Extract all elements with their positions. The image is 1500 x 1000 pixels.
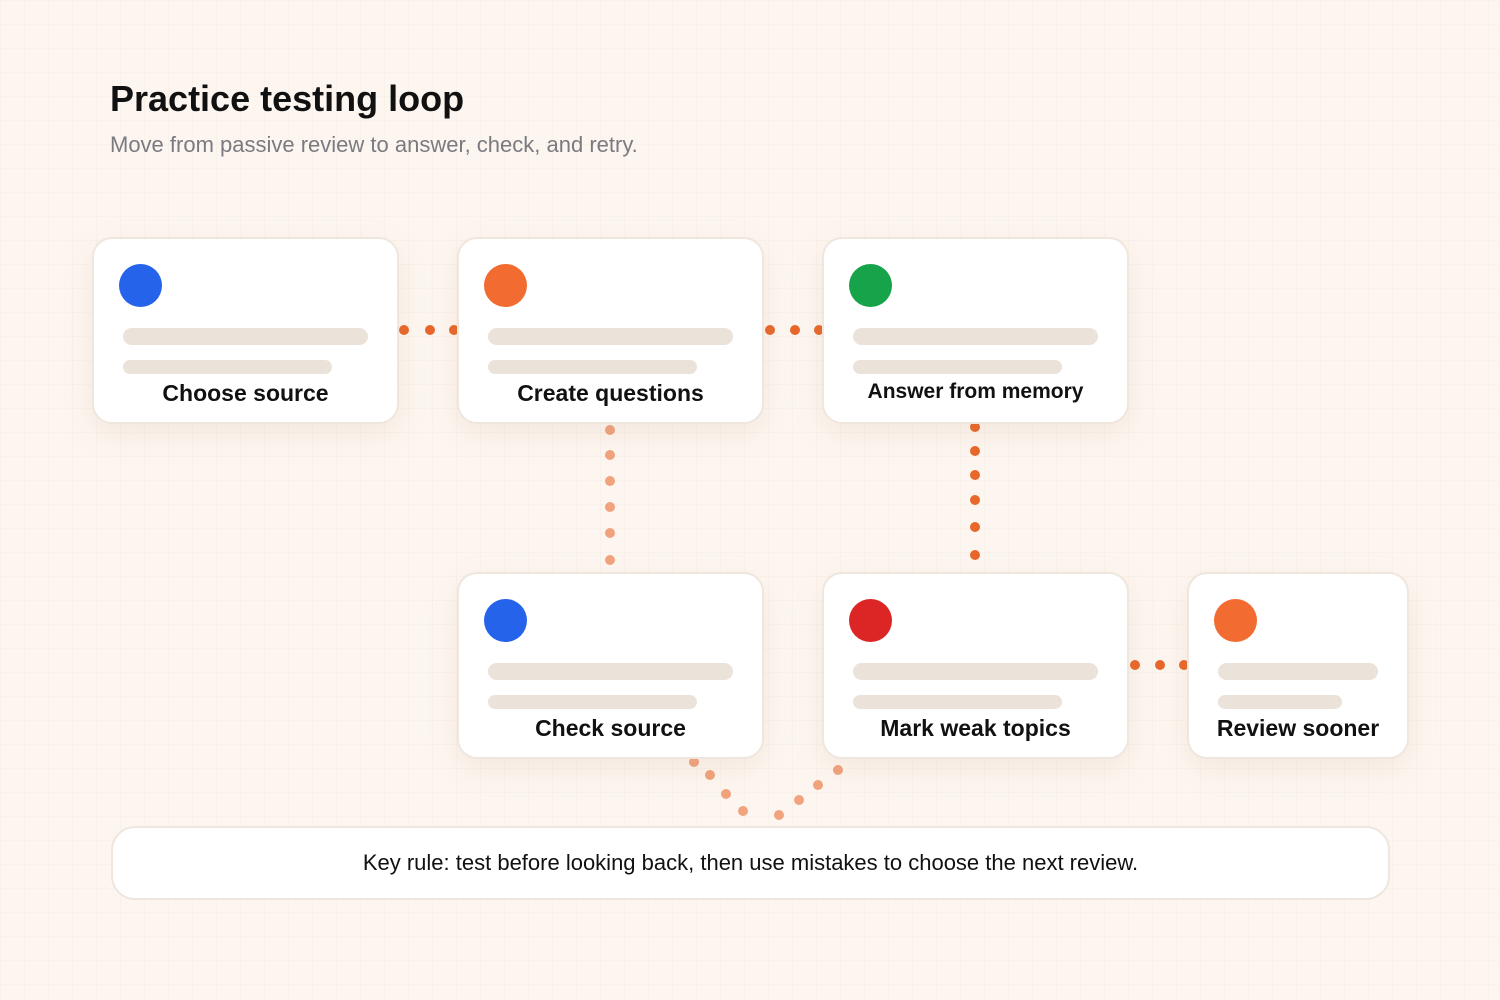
connector-check-to-mark [689,757,843,820]
key-rule-banner: Key rule: test before looking back, then… [111,826,1390,900]
placeholder-line-short [123,360,332,374]
step-label: Review sooner [1216,715,1380,741]
placeholder-line [123,328,368,345]
step-label: Mark weak topics [880,715,1071,741]
step-label: Create questions [517,380,704,406]
placeholder-line-short [488,360,697,374]
step-dot [849,264,892,307]
step-label: Check source [535,715,686,741]
placeholder-line [1218,663,1378,680]
placeholder-line-short [488,695,697,709]
connector-mark-to-review [1130,660,1189,670]
placeholder-line [488,328,733,345]
key-rule-text: Key rule: test before looking back, then… [362,850,1139,875]
connector-choose-to-create [399,325,459,335]
placeholder-line [488,663,733,680]
connector-answer-to-mark [970,422,980,560]
page-subtitle: Move from passive review to answer, chec… [110,132,638,157]
step-dot [484,599,527,642]
page-title: Practice testing loop [110,78,465,119]
placeholder-line [853,328,1098,345]
step-card-mark-weak-topics: Mark weak topics [822,572,1129,759]
step-dot [1214,599,1257,642]
connector-create-to-check [605,425,615,565]
placeholder-line-short [853,695,1062,709]
step-label: Choose source [162,380,329,406]
placeholder-line [853,663,1098,680]
step-dot [849,599,892,642]
step-card-review-sooner: Review sooner [1187,572,1409,759]
step-card-choose-source: Choose source [92,237,399,424]
step-dot [484,264,527,307]
connector-create-to-answer [765,325,824,335]
placeholder-line-short [1218,695,1342,709]
step-card-create-questions: Create questions [457,237,764,424]
step-card-answer-from-memory: Answer from memory [822,237,1129,424]
step-label: Answer from memory [867,380,1084,403]
step-dot [119,264,162,307]
placeholder-line-short [853,360,1062,374]
step-card-check-source: Check source [457,572,764,759]
